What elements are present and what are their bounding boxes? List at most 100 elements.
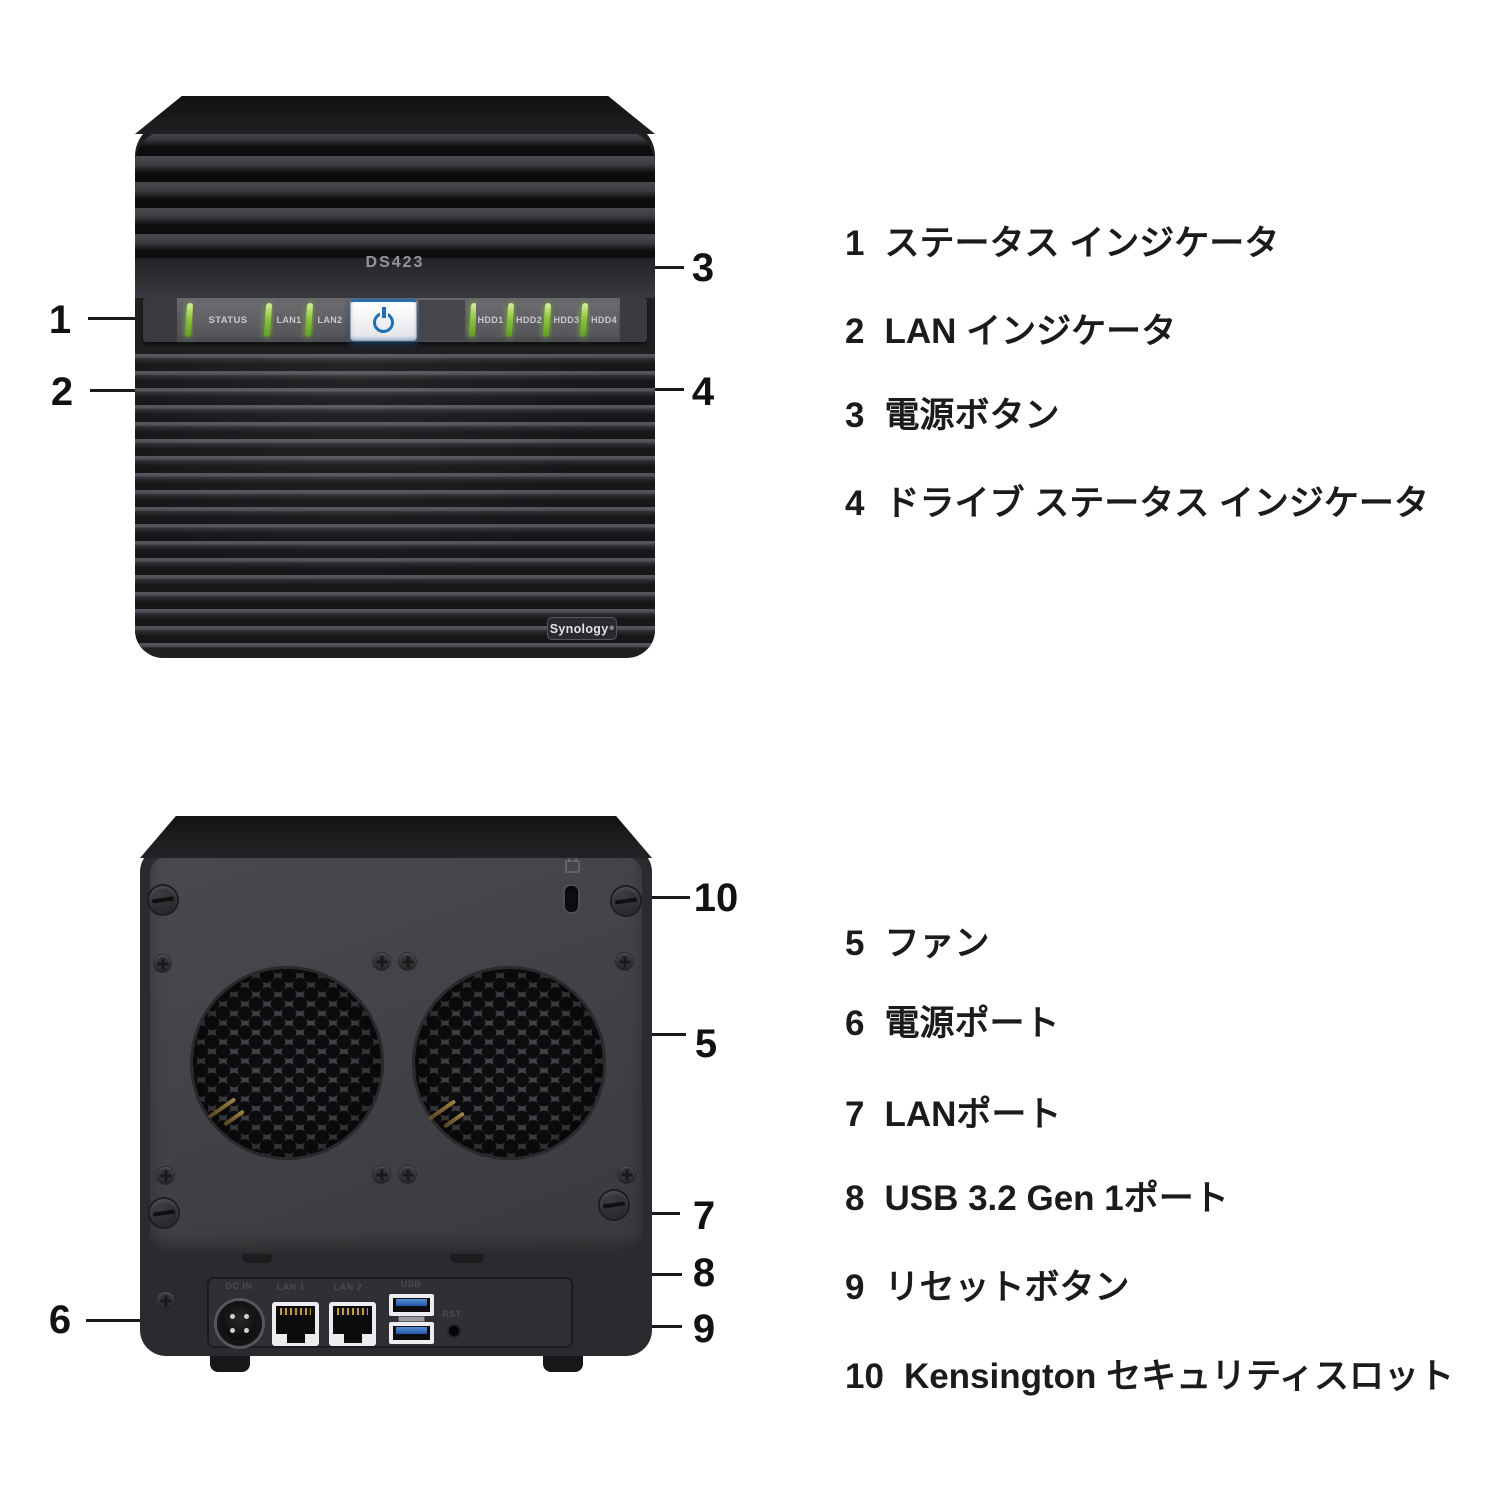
power-pin: [244, 1328, 249, 1333]
legend-2-label: LAN インジケータ: [884, 312, 1177, 351]
kensington-slot: [565, 886, 578, 912]
legend-5-number: 5: [845, 924, 865, 963]
callout-8-number: 8: [692, 1251, 716, 1295]
power-button: [350, 299, 417, 341]
screw-left-upper: [154, 955, 171, 972]
hdd2-label: HDD2: [516, 303, 542, 337]
lan-port-1-notch: [286, 1331, 305, 1343]
lan-port-2-pins: [337, 1308, 368, 1315]
callout-9-number: 9: [692, 1307, 716, 1351]
callout-9-line: [635, 1325, 682, 1328]
rear-top-cap: [140, 816, 652, 858]
legend-4-label: ドライブ ステータス インジケータ: [884, 484, 1429, 523]
panel-tab-right: [450, 1254, 484, 1263]
lan-port-2: [329, 1302, 376, 1346]
screw-center-lower-2: [399, 1166, 416, 1183]
callout-5-number: 5: [694, 1022, 718, 1066]
screw-center-upper-1: [373, 953, 390, 970]
thumbscrew-bottom-left: [150, 1199, 178, 1227]
lan2-led: [304, 303, 314, 337]
front-sheen: [135, 354, 655, 648]
callout-2-line: [90, 389, 152, 392]
callout-10-number: 10: [693, 876, 739, 920]
legend-3-number: 3: [845, 396, 865, 435]
screw-right-lower: [618, 1166, 635, 1183]
legend-item-7: 7 LANポート: [845, 1093, 1061, 1137]
thumbscrew-top-left: [149, 886, 177, 914]
dc-in-label: DC IN: [225, 1281, 253, 1291]
nas-rear-view: DC IN LAN 1 LAN 2 USB RST: [140, 816, 652, 1376]
usb-port-bottom: [389, 1322, 434, 1344]
legend-item-1: 1 ステータス インジケータ: [845, 222, 1279, 266]
usb-port-top: [389, 1294, 434, 1316]
legend-8-number: 8: [845, 1179, 865, 1218]
hdd4-label: HDD4: [590, 303, 618, 337]
legend-8-label: USB 3.2 Gen 1ポート: [884, 1179, 1229, 1218]
hdd4-led: [579, 303, 589, 337]
callout-5-line: [642, 1033, 686, 1036]
callout-6-line: [86, 1319, 152, 1322]
front-body: DS423 STATUS LAN1 LAN2 HDD1 HDD2: [135, 122, 655, 658]
legend-item-8: 8 USB 3.2 Gen 1ポート: [845, 1177, 1229, 1221]
brand-logo-text: Synology: [549, 621, 609, 636]
legend-item-10: 10 Kensington セキュリティスロット: [845, 1355, 1454, 1399]
lan1-led: [263, 303, 273, 337]
legend-10-label: Kensington セキュリティスロット: [903, 1357, 1455, 1396]
legend-6-number: 6: [845, 1004, 865, 1043]
hdd3-led: [542, 303, 552, 337]
legend-9-label: リセットボタン: [884, 1268, 1130, 1307]
front-led-bar: STATUS LAN1 LAN2 HDD1 HDD2 HDD3 HDD4: [143, 298, 647, 342]
screw-right-upper: [616, 953, 633, 970]
thumbscrew-bottom-right: [600, 1191, 628, 1219]
callout-2-number: 2: [50, 370, 74, 414]
legend-10-number: 10: [845, 1357, 884, 1396]
hdd3-label: HDD3: [553, 303, 580, 337]
fan-left: [190, 966, 384, 1160]
callout-4-line: [642, 388, 684, 391]
legend-item-6: 6 電源ポート: [845, 1002, 1059, 1046]
legend-item-2: 2 LAN インジケータ: [845, 310, 1176, 354]
kensington-lock-icon: [565, 855, 580, 873]
panel-tab-left: [242, 1254, 272, 1263]
callout-4-number: 4: [691, 370, 715, 414]
legend-3-label: 電源ボタン: [884, 396, 1060, 435]
usb-ports: [389, 1294, 434, 1344]
screw-ports-left: [157, 1292, 174, 1309]
legend-9-number: 9: [845, 1268, 865, 1307]
callout-3-number: 3: [691, 246, 715, 290]
lan1-label: LAN1: [274, 303, 304, 337]
rear-ports-strip: DC IN LAN 1 LAN 2 USB RST: [207, 1277, 573, 1348]
usb-divider-clip: [398, 1316, 425, 1322]
fan-right: [412, 966, 606, 1160]
power-pin: [230, 1314, 235, 1319]
lan2-label: LAN2: [315, 303, 345, 337]
registered-mark: ®: [609, 625, 615, 632]
callout-1-number: 1: [48, 298, 72, 342]
rear-body: DC IN LAN 1 LAN 2 USB RST: [140, 846, 652, 1356]
brand-badge: Synology®: [547, 617, 617, 640]
led-bar-left-cap: [143, 298, 177, 342]
screw-center-upper-2: [399, 953, 416, 970]
legend-7-number: 7: [845, 1095, 865, 1134]
power-port: [217, 1301, 262, 1346]
front-upper-vents: [135, 130, 655, 258]
screw-center-lower-1: [373, 1166, 390, 1183]
model-label: DS423: [365, 254, 425, 271]
lan2-port-label: LAN 2: [333, 1282, 363, 1292]
screw-left-lower: [157, 1167, 174, 1184]
thumbscrew-top-right: [612, 887, 640, 915]
led-bar-right-cap: [620, 298, 647, 342]
callout-6-number: 6: [48, 1298, 72, 1342]
fan-right-blade-glint-2: [443, 1111, 465, 1129]
nas-front-view: DS423 STATUS LAN1 LAN2 HDD1 HDD2: [135, 96, 655, 658]
legend-2-number: 2: [845, 312, 865, 351]
lan1-port-label: LAN 1: [276, 1282, 306, 1292]
legend-item-3: 3 電源ボタン: [845, 394, 1059, 438]
usb-port-top-tongue: [396, 1299, 427, 1306]
lan-port-2-notch: [343, 1331, 362, 1343]
legend-5-label: ファン: [884, 924, 990, 963]
hdd2-led: [505, 303, 515, 337]
legend-item-4: 4 ドライブ ステータス インジケータ: [845, 482, 1429, 526]
reset-button: [449, 1326, 459, 1336]
